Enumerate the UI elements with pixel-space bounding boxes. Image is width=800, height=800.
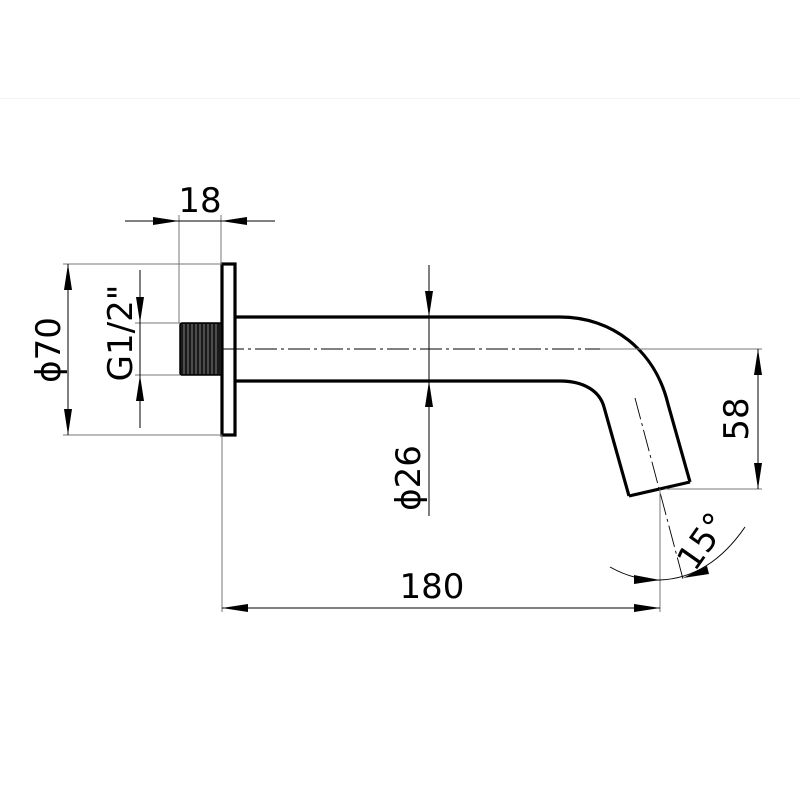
dim-label-diameter-26: ϕ26 — [389, 445, 429, 511]
outlet-centerline — [634, 397, 684, 580]
pipe-inner-edge — [235, 379, 631, 497]
dim-thread-size: G1/2" — [101, 270, 180, 428]
dim-pipe-diameter: ϕ26 — [389, 265, 433, 516]
dim-label-18: 18 — [178, 181, 221, 221]
dim-label-180: 180 — [400, 567, 465, 607]
dim-thread-length: 18 — [125, 181, 275, 323]
dim-label-58: 58 — [717, 397, 757, 440]
top-divider — [0, 98, 800, 99]
pipe-outer-edge — [235, 315, 692, 483]
dim-outlet-angle: 15° — [609, 506, 746, 584]
dim-label-g-half-inch: G1/2" — [101, 285, 141, 382]
dim-label-diameter-70: ϕ70 — [29, 317, 69, 383]
dim-drop-height: 58 — [600, 348, 762, 490]
dim-flange-diameter: ϕ70 — [29, 263, 222, 436]
thread — [179, 322, 223, 376]
dim-projection: 180 — [221, 435, 661, 612]
spout-geometry — [179, 262, 692, 580]
wall-flange — [220, 262, 237, 437]
